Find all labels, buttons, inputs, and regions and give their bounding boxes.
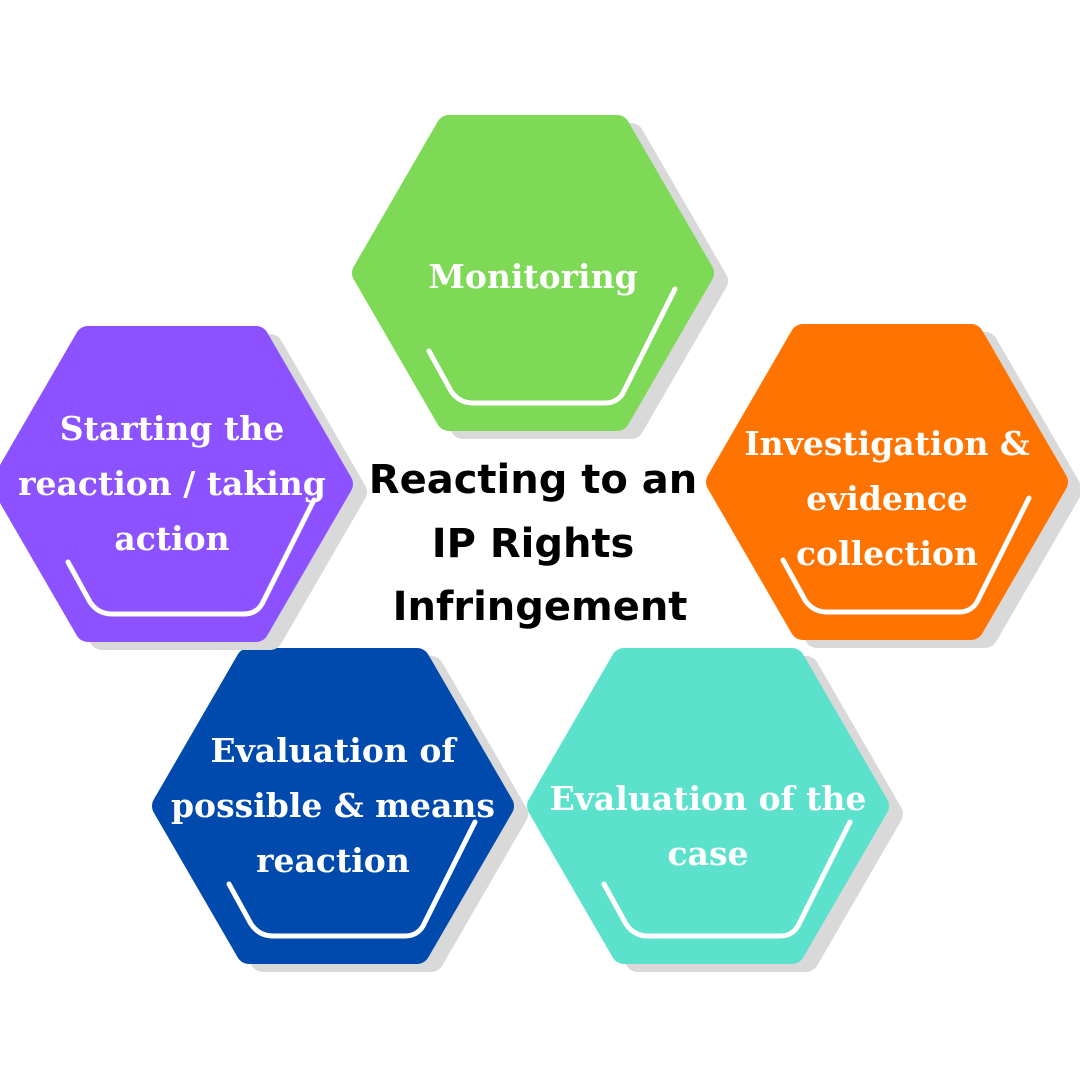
- hexagon-label-line: Evaluation of: [210, 731, 457, 770]
- hexagon-highlight: [65, 497, 317, 617]
- hexagon-shape: [0, 326, 353, 642]
- hexagon-label-line: collection: [796, 534, 978, 573]
- hexagon-label-line: reaction: [256, 841, 410, 880]
- hexagon-highlight: [601, 819, 853, 939]
- center-title-line-1: Reacting to an: [369, 457, 698, 503]
- hexagon-shape: [706, 324, 1068, 640]
- hexagon-label-line: Monitoring: [428, 257, 637, 296]
- hexagon-highlight: [226, 819, 478, 939]
- hexagon-highlight: [780, 495, 1032, 615]
- hexagon-evaluation-reaction: Evaluation of possible & means reaction: [152, 648, 528, 972]
- hexagon-label: Evaluation of the case: [550, 779, 867, 873]
- hexagon-label-line: evidence: [806, 479, 968, 518]
- hexagon-investigation: Investigation & evidence collection: [706, 324, 1080, 648]
- hexagon-label-line: reaction / taking: [18, 464, 326, 503]
- hexagon-label: Monitoring: [428, 257, 637, 296]
- hexagon-label: Starting the reaction / taking action: [18, 409, 326, 558]
- hexagon-label-line: Evaluation of the: [550, 779, 867, 818]
- hexagon-label: Evaluation of possible & means reaction: [171, 731, 495, 880]
- hexagon-shape: [152, 648, 514, 964]
- center-title: Reacting to an IP Rights Infringement: [369, 457, 711, 630]
- hexagon-label: Investigation & evidence collection: [744, 424, 1030, 573]
- hexagon-highlight: [426, 286, 678, 406]
- hexagon-label-line: action: [114, 519, 229, 558]
- hexagon-label-line: Investigation &: [744, 424, 1030, 463]
- hexagon-shape: [527, 648, 889, 964]
- hexagon-starting-reaction: Starting the reaction / taking action: [0, 326, 367, 650]
- hexagon-monitoring: Monitoring: [352, 115, 728, 439]
- center-title-line-3: Infringement: [393, 584, 688, 630]
- hexagon-evaluation-case: Evaluation of the case: [527, 648, 903, 972]
- hexagon-label-line: possible & means: [171, 786, 495, 825]
- hexagon-label-line: Starting the: [60, 409, 284, 448]
- center-title-line-2: IP Rights: [432, 521, 635, 567]
- hexagon-shape: [352, 115, 714, 431]
- hexagon-label-line: case: [667, 834, 748, 873]
